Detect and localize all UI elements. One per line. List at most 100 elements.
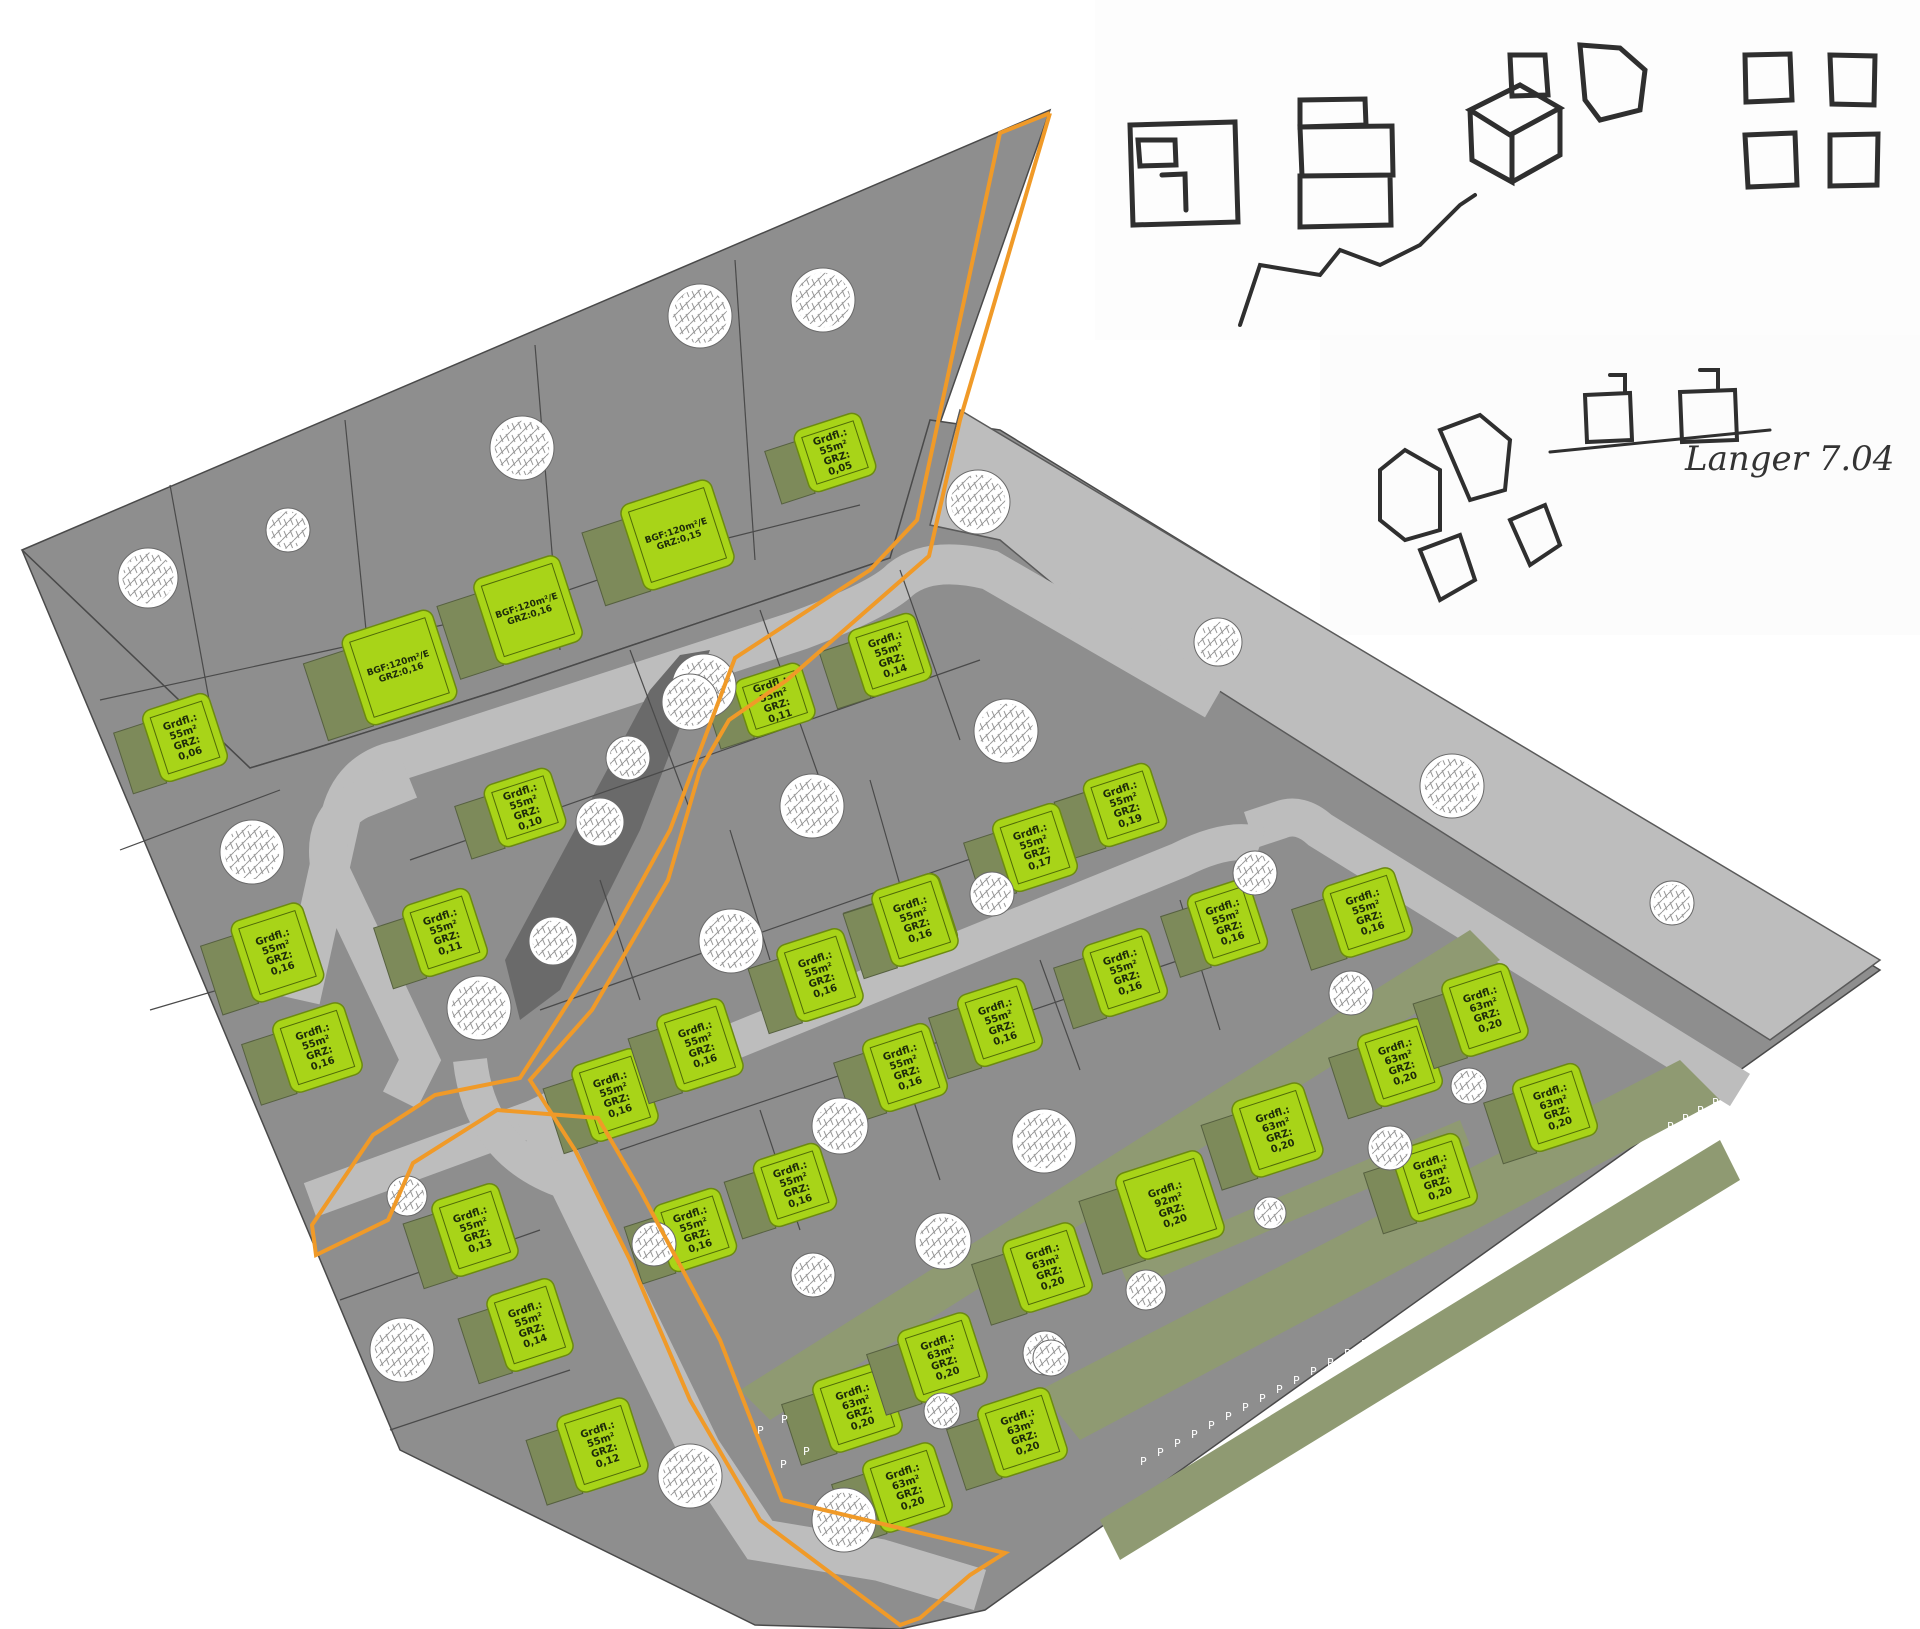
building-inner-outline: [1122, 1157, 1218, 1253]
tree-canopy-texture: [1653, 884, 1691, 922]
building-footprint: [897, 1312, 988, 1403]
tree-canopy-texture: [816, 1492, 872, 1548]
building-inner-outline: [578, 1055, 652, 1135]
tree-canopy-texture: [1236, 854, 1274, 892]
side-road-west: [309, 762, 442, 1109]
sketch-house-1-detail: [1135, 137, 1189, 213]
building-inner-outline: [491, 775, 559, 840]
building-inner-outline: [760, 1150, 830, 1220]
building-footprint: [1002, 1222, 1093, 1313]
tree-canopy-texture: [978, 703, 1034, 759]
building-footprint: [847, 612, 933, 698]
parking-space-label: P: [1174, 1437, 1181, 1450]
parking-space-label: P: [1697, 1104, 1704, 1117]
parking-space-label: P: [1395, 1320, 1402, 1333]
building-inner-outline: [869, 1449, 946, 1526]
tree-canopy-texture: [919, 1217, 967, 1265]
tree-canopy-texture: [816, 1102, 864, 1150]
building-inner-outline: [480, 562, 576, 658]
tree-canopy-texture: [672, 288, 728, 344]
building-footprint: [473, 555, 583, 665]
building-inner-outline: [999, 810, 1071, 885]
parking-space-label: P: [1344, 1347, 1351, 1360]
sketch-houses-pair: [1582, 368, 1740, 445]
building-inner-outline: [627, 486, 728, 584]
building-footprint: [1441, 962, 1529, 1058]
pedestrian-path-outline: [309, 111, 1052, 1628]
building-footprint: [1322, 867, 1413, 958]
building-inner-outline: [563, 1404, 642, 1486]
loop-road-middle: [533, 824, 1266, 1137]
tree-canopy-texture: [269, 511, 307, 549]
tree-canopy-texture: [662, 1448, 718, 1504]
tree-canopy-texture: [1256, 1199, 1284, 1227]
tree-canopy-texture: [926, 1395, 958, 1427]
building-inner-outline: [964, 985, 1036, 1060]
building-inner-outline: [904, 1319, 981, 1396]
building-footprint: [486, 1277, 574, 1373]
parking-space-label: P: [1242, 1401, 1249, 1414]
sketch-cube-1: [1464, 82, 1566, 187]
building-inner-outline: [878, 880, 952, 960]
building-inner-outline: [801, 420, 869, 485]
tree-canopy-texture: [1016, 1113, 1072, 1169]
tree-canopy-texture: [795, 272, 851, 328]
parking-space-label: P: [781, 1413, 788, 1426]
sketch-house-1: [1127, 119, 1241, 228]
tree-canopy-texture: [1197, 621, 1239, 663]
building-inner-outline: [149, 700, 221, 775]
tree-canopy-texture: [666, 678, 714, 726]
parking-space-label: P: [1225, 1410, 1232, 1423]
tree-canopy-texture: [451, 980, 507, 1036]
tree-canopy-texture: [122, 552, 174, 604]
parking-space-label: P: [1191, 1428, 1198, 1441]
sketch-cube-2: [1507, 42, 1648, 123]
south-road: [511, 1090, 987, 1611]
road-junction: [453, 1057, 567, 1196]
tree-canopy-texture: [794, 1256, 832, 1294]
tree-canopy-texture: [609, 739, 647, 777]
building-inner-outline: [663, 1005, 737, 1085]
parking-space-label: P: [1293, 1374, 1300, 1387]
building-footprint: [871, 872, 959, 968]
building-footprint: [341, 609, 458, 726]
tree-canopy-texture: [1332, 974, 1370, 1012]
sketch-cluster-perspective: [1378, 412, 1563, 603]
tree-canopy-texture: [784, 778, 840, 834]
building-inner-outline: [1519, 1070, 1591, 1145]
parking-space-label: P: [1712, 1096, 1719, 1109]
parking-space-label: P: [1361, 1338, 1368, 1351]
parking-strip-southwest: [1100, 1140, 1740, 1560]
parking-space-label: P: [757, 1424, 764, 1437]
tree-canopy-texture: [224, 824, 280, 880]
building-inner-outline: [409, 895, 481, 970]
building-inner-outline: [493, 1285, 567, 1365]
tree-canopy-texture: [1035, 1342, 1067, 1374]
tree-canopy-texture: [390, 1179, 424, 1213]
building-inner-outline: [1364, 1025, 1436, 1100]
tree-canopy-texture: [532, 920, 574, 962]
building-footprint: [862, 1442, 953, 1533]
